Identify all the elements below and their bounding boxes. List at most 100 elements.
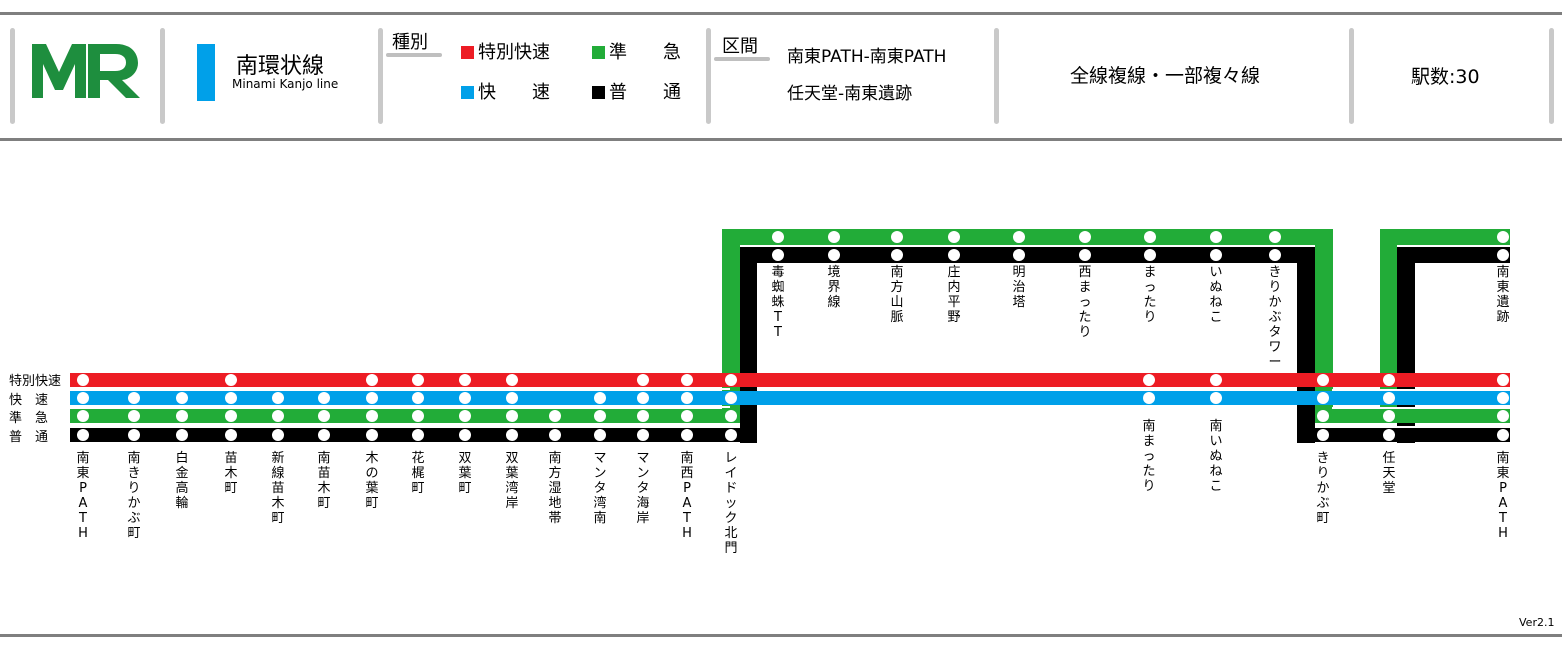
black-square-icon — [592, 86, 605, 99]
station-dot — [77, 392, 89, 404]
station-dot — [318, 392, 330, 404]
station-dot — [506, 392, 518, 404]
station-dot — [637, 429, 649, 441]
station-label: 双葉湾岸 — [505, 451, 518, 511]
station-dot — [725, 429, 737, 441]
header-bottom-border — [0, 138, 1562, 141]
station-dot — [128, 429, 140, 441]
station-dot — [1269, 231, 1281, 243]
station-dot — [637, 392, 649, 404]
line-separator — [757, 389, 1297, 391]
station-dot — [681, 392, 693, 404]
local-branch-top — [740, 247, 1315, 263]
station-label: 南東遺跡 — [1496, 264, 1509, 325]
footer-border — [0, 634, 1562, 637]
station-dot — [506, 374, 518, 386]
station-dot — [772, 249, 784, 261]
legend-rapid: 快 速 — [9, 393, 49, 408]
station-dot — [1497, 374, 1509, 386]
station-dot — [77, 410, 89, 422]
line-name: 南環状線 — [236, 54, 325, 79]
station-label: 新線苗木町 — [271, 450, 284, 526]
station-dot — [77, 374, 89, 386]
header-top-border — [0, 12, 1562, 15]
station-dot — [1317, 374, 1329, 386]
track-info: 全線複線・一部複々線 — [1070, 65, 1261, 87]
station-count: 駅数:30 — [1411, 66, 1480, 88]
local-line — [1297, 428, 1510, 442]
station-dot — [891, 231, 903, 243]
station-dot — [1497, 410, 1509, 422]
line-separator — [1332, 389, 1510, 391]
header-separator — [378, 28, 383, 124]
mr-logo-icon — [32, 44, 140, 98]
station-label: 西まったり — [1078, 265, 1091, 340]
station-label: いぬねこ — [1209, 265, 1222, 325]
rapid-special-line — [70, 373, 1510, 387]
station-dot — [948, 231, 960, 243]
line-separator — [70, 425, 730, 427]
station-dot — [1383, 429, 1395, 441]
station-dot — [1013, 249, 1025, 261]
local-branch-right — [1297, 247, 1315, 443]
station-dot — [1383, 392, 1395, 404]
station-dot — [128, 410, 140, 422]
station-dot — [594, 429, 606, 441]
header-separator — [1349, 28, 1354, 124]
line-color-bar — [197, 44, 215, 101]
station-dot — [225, 410, 237, 422]
station-dot — [412, 392, 424, 404]
station-dot — [225, 392, 237, 404]
station-dot — [1383, 374, 1395, 386]
station-dot — [948, 249, 960, 261]
station-dot — [318, 429, 330, 441]
station-dot — [176, 410, 188, 422]
station-dot — [506, 429, 518, 441]
station-dot — [506, 410, 518, 422]
station-dot — [1210, 249, 1222, 261]
station-dot — [272, 392, 284, 404]
station-dot — [828, 231, 840, 243]
green-square-icon — [592, 46, 605, 59]
header-separator — [1549, 28, 1554, 124]
semi-express-line — [70, 409, 740, 423]
station-label: 白金高輪 — [175, 450, 188, 511]
semi-express-branch-top — [722, 229, 1333, 245]
station-label: 南いぬねこ — [1209, 418, 1222, 494]
station-dot — [549, 429, 561, 441]
station-label: マンタ海岸 — [636, 451, 649, 526]
station-dot — [1143, 374, 1155, 386]
station-dot — [891, 249, 903, 261]
station-dot — [412, 429, 424, 441]
type-semi-express: 準 急 — [592, 38, 681, 64]
station-label: 南方湿地帯 — [548, 450, 561, 526]
station-dot — [1210, 231, 1222, 243]
legend-rapid-special: 特別快速 — [9, 374, 62, 389]
station-dot — [772, 231, 784, 243]
station-dot — [412, 410, 424, 422]
station-dot — [725, 392, 737, 404]
section-1: 南東PATH-南東PATH — [787, 47, 947, 67]
station-label: きりかぶタワー — [1268, 265, 1281, 370]
station-dot — [1383, 410, 1395, 422]
station-dot — [225, 374, 237, 386]
line-separator — [70, 406, 730, 408]
station-dot — [1079, 231, 1091, 243]
station-dot — [637, 410, 649, 422]
station-dot — [1497, 392, 1509, 404]
station-label: 花梶町 — [411, 450, 424, 496]
types-label: 種別 — [392, 32, 428, 53]
station-dot — [1269, 249, 1281, 261]
station-label: 苗木町 — [224, 451, 237, 496]
line-separator — [1332, 407, 1510, 409]
station-dot — [77, 429, 89, 441]
line-name-en: Minami Kanjo line — [232, 77, 339, 91]
station-dot — [272, 429, 284, 441]
station-dot — [1079, 249, 1091, 261]
station-label: 明治塔 — [1012, 265, 1025, 310]
